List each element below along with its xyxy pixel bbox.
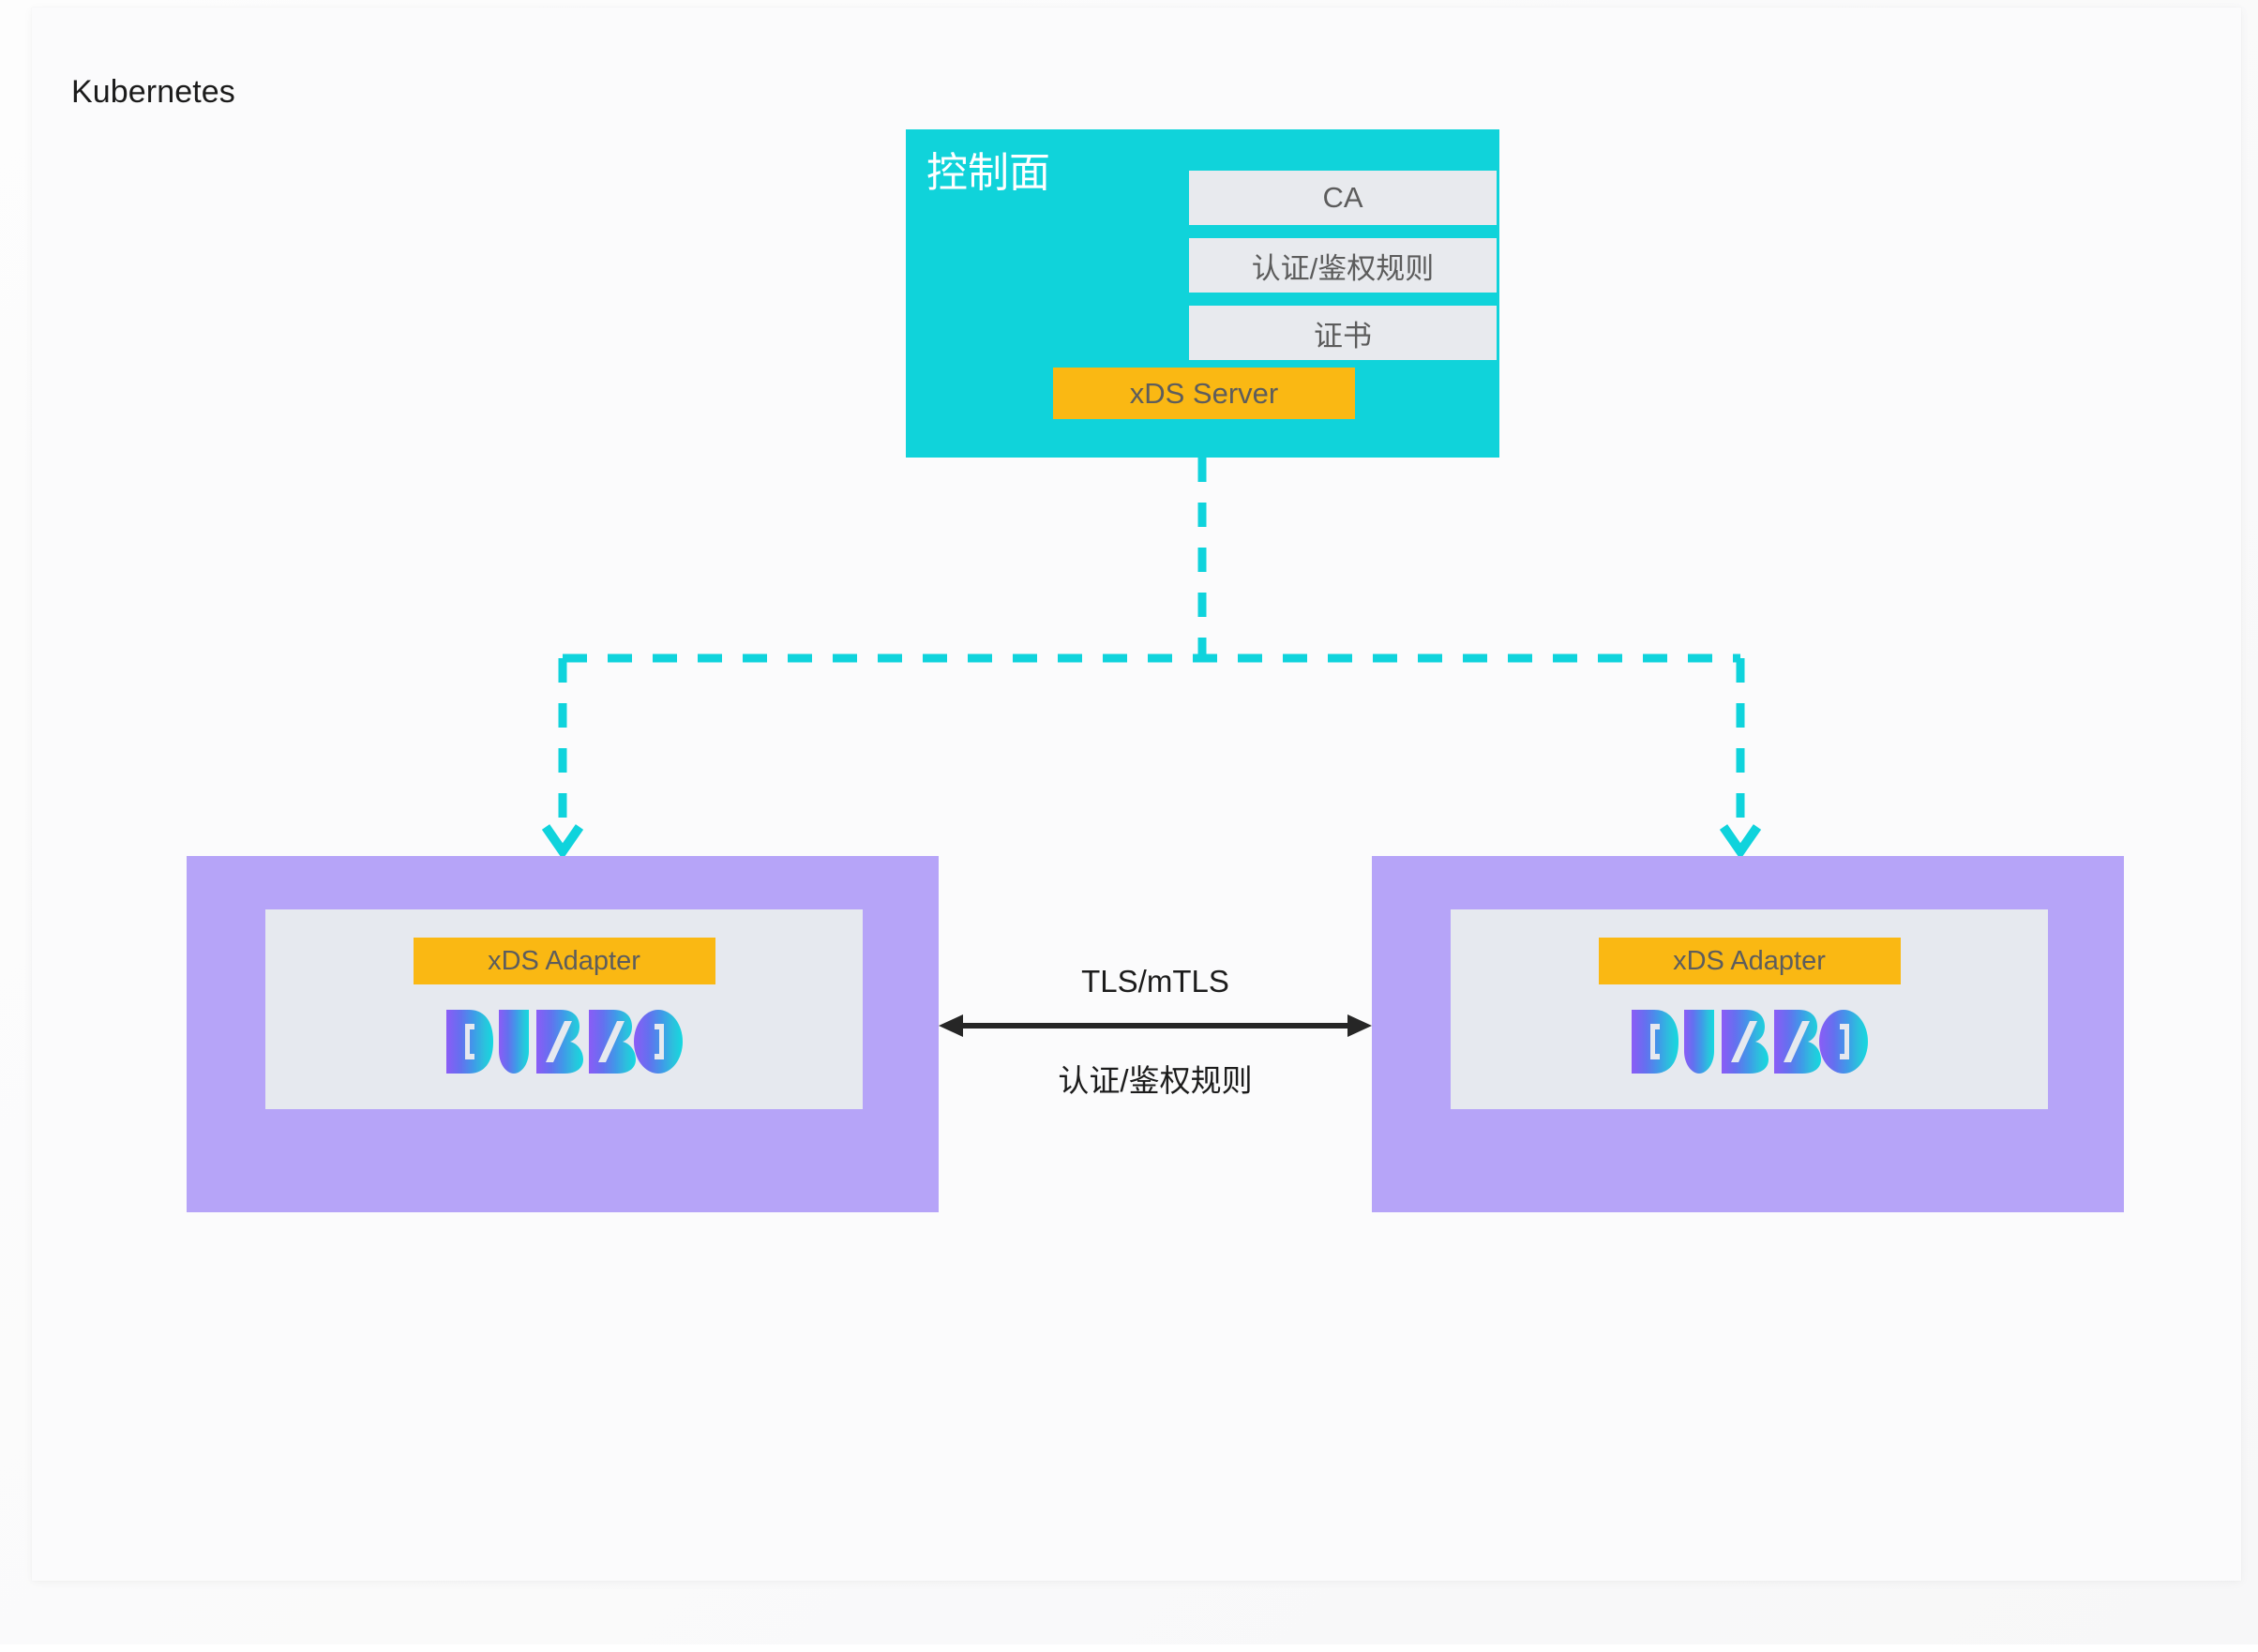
dubbo-logo-right: [1631, 1010, 1868, 1074]
control-plane-item-auth-rules[interactable]: 认证/鉴权规则: [1189, 238, 1497, 293]
page-title: Kubernetes: [71, 74, 235, 110]
xds-server-box[interactable]: xDS Server: [1053, 368, 1355, 419]
diagram-card: Kubernetes 控制面 CA 认证/鉴权规则 证书 xDS Server: [32, 8, 2241, 1581]
tls-link-group: TLS/mTLS 认证/鉴权规则: [939, 964, 1372, 1114]
arrowhead-left: [541, 824, 584, 860]
pod-right-panel: xDS Adapter: [1451, 909, 2048, 1109]
control-plane-box: 控制面 CA 认证/鉴权规则 证书 xDS Server: [906, 129, 1499, 458]
tls-link-label-bottom: 认证/鉴权规则: [1058, 1063, 1253, 1098]
pod-left-panel: xDS Adapter: [265, 909, 863, 1109]
control-plane-title: 控制面: [926, 150, 1050, 196]
pod-right: xDS Adapter: [1372, 856, 2124, 1212]
control-plane-item-certificate[interactable]: 证书: [1189, 306, 1497, 360]
pod-left: xDS Adapter: [187, 856, 939, 1212]
tls-link-label-top: TLS/mTLS: [1081, 964, 1229, 999]
arrowhead-right: [1719, 824, 1762, 860]
xds-adapter-left[interactable]: xDS Adapter: [413, 938, 715, 984]
control-plane-item-ca[interactable]: CA: [1189, 171, 1497, 225]
xds-adapter-right[interactable]: xDS Adapter: [1598, 938, 1901, 984]
tls-bidirectional-arrow: [939, 1014, 1372, 1037]
dubbo-logo-left: [445, 1010, 683, 1074]
